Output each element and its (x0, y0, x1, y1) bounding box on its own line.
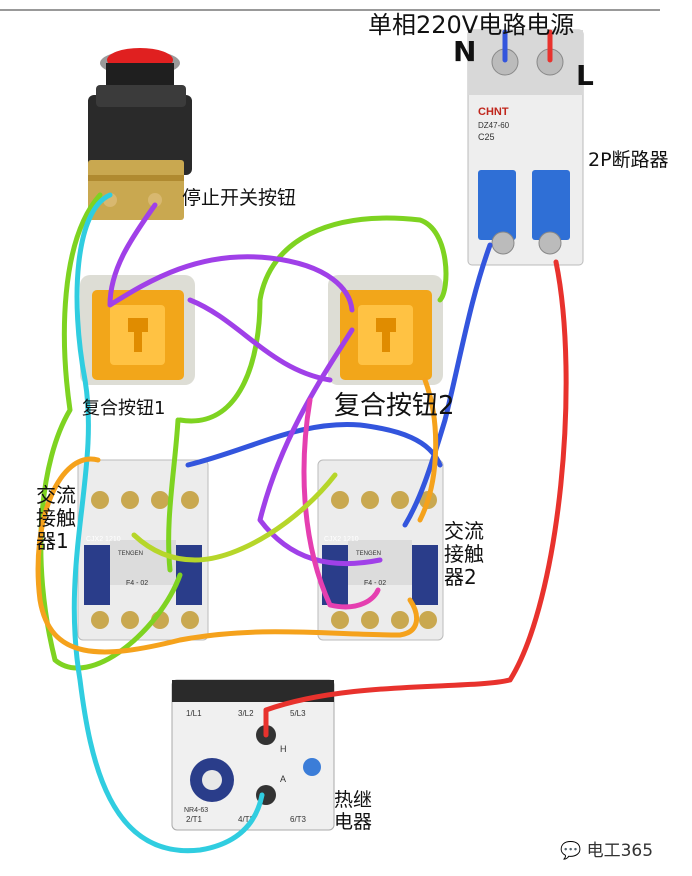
compound-button-1-label: 复合按钮1 (82, 398, 166, 419)
relay-label: 热继电器 (334, 789, 373, 833)
relay-model: NR4-63 (184, 807, 208, 814)
breaker-model: DZ47-60 (478, 121, 510, 130)
relay-bottom-terminal-1: 2/T1 (186, 815, 203, 824)
contactor-1-brand: TENGEN (118, 551, 143, 557)
wire-purple-1 (107, 202, 355, 313)
relay-mode-h: H (280, 744, 287, 754)
relay-top-terminal-2: 3/L2 (238, 709, 254, 718)
wire-purple-2 (187, 297, 383, 567)
thermal-relay-device[interactable]: 1/L1 3/L2 5/L3 2/T1 4/T2 6/T3 NR4-63 H A (171, 679, 335, 831)
relay-bottom-terminal-2: 4/T2 (238, 815, 255, 824)
contactor-1-device[interactable]: CJX2 1210 TENGEN F4 - 02 (77, 459, 209, 641)
wire-blue-cross (185, 421, 443, 468)
contactor-1-label: 交流接触器1 (36, 483, 76, 553)
contactor-1-model: CJX2 1210 (86, 536, 121, 543)
contactor-2-device[interactable]: CJX2 1210 TENGEN F4 - 02 (317, 459, 444, 641)
compound-button-2-device[interactable] (328, 275, 443, 385)
chat-bubble-icon: 💬 (560, 841, 582, 861)
wire-lime (131, 472, 338, 563)
breaker-label: 2P断路器 (588, 149, 669, 171)
wire-blue-neutral (402, 29, 508, 528)
wires (35, 29, 569, 854)
contactor-1-code: F4 - 02 (126, 580, 148, 587)
relay-mode-a: A (280, 774, 286, 784)
contactor-2-model: CJX2 1210 (324, 536, 359, 543)
stop-button-device[interactable] (88, 48, 192, 220)
relay-bottom-terminal-3: 6/T3 (290, 815, 307, 824)
wire-green-2 (166, 215, 449, 573)
relay-top-terminal-3: 5/L3 (290, 709, 306, 718)
contactor-2-label: 交流接触器2 (444, 519, 484, 589)
wire-red-live (263, 29, 569, 738)
relay-top-terminal-1: 1/L1 (186, 709, 202, 718)
stop-button-label: 停止开关按钮 (182, 187, 297, 209)
watermark: 💬 电工365 (560, 836, 653, 861)
neutral-label: N (453, 35, 477, 68)
watermark-text: 电工365 (586, 841, 654, 861)
breaker-rating: C25 (478, 132, 495, 142)
breaker-device[interactable]: CHNT DZ47-60 C25 (467, 29, 584, 266)
power-title: 单相220V电路电源 (368, 11, 575, 39)
breaker-brand: CHNT (478, 106, 509, 118)
contactor-2-brand: TENGEN (356, 551, 381, 557)
wire-cyan (71, 192, 265, 854)
live-label: L (576, 59, 594, 92)
contactor-2-code: F4 - 02 (364, 580, 386, 587)
reset-knob-icon (303, 758, 321, 776)
wire-orange (35, 377, 439, 655)
compound-button-2-label: 复合按钮2 (334, 391, 455, 421)
wire-magenta (301, 397, 381, 610)
